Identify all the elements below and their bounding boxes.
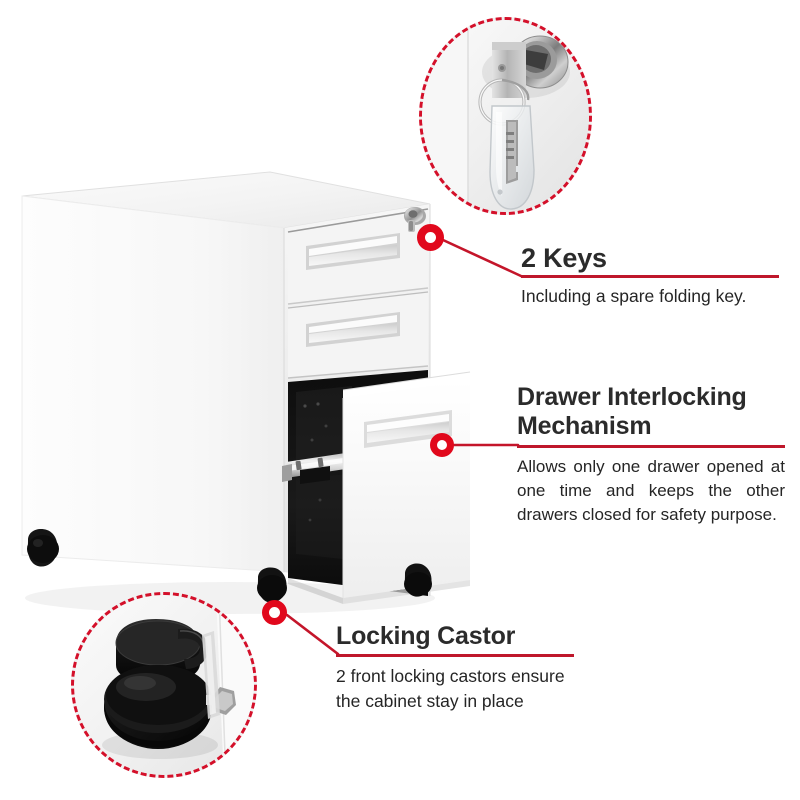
callout-castor-rule	[336, 654, 574, 657]
callout-interlock: Drawer Interlocking Mechanism Allows onl…	[517, 383, 785, 527]
inset-circle-castor-detail	[71, 592, 257, 778]
inset-circle-key-detail	[419, 17, 592, 215]
callout-castor-title: Locking Castor	[336, 622, 516, 650]
callout-castor-body: 2 front locking castors ensure the cabin…	[336, 666, 565, 711]
callout-castor: Locking Castor 2 front locking castors e…	[336, 622, 574, 714]
callout-marker-keys[interactable]	[417, 224, 444, 251]
callout-marker-castor[interactable]	[262, 600, 287, 625]
callout-interlock-title: Drawer Interlocking Mechanism	[517, 383, 747, 440]
callout-keys-body: Including a spare folding key.	[521, 286, 747, 306]
callout-keys-title: 2 Keys	[521, 243, 607, 273]
callout-interlock-rule	[517, 445, 785, 448]
callout-interlock-body: Allows only one drawer opened at one tim…	[517, 457, 785, 524]
callout-marker-interlock[interactable]	[430, 433, 454, 457]
callout-keys-rule	[521, 275, 779, 278]
inset-key-image	[422, 20, 589, 212]
inset-castor-image	[74, 595, 254, 775]
callout-keys: 2 Keys Including a spare folding key.	[521, 243, 779, 309]
